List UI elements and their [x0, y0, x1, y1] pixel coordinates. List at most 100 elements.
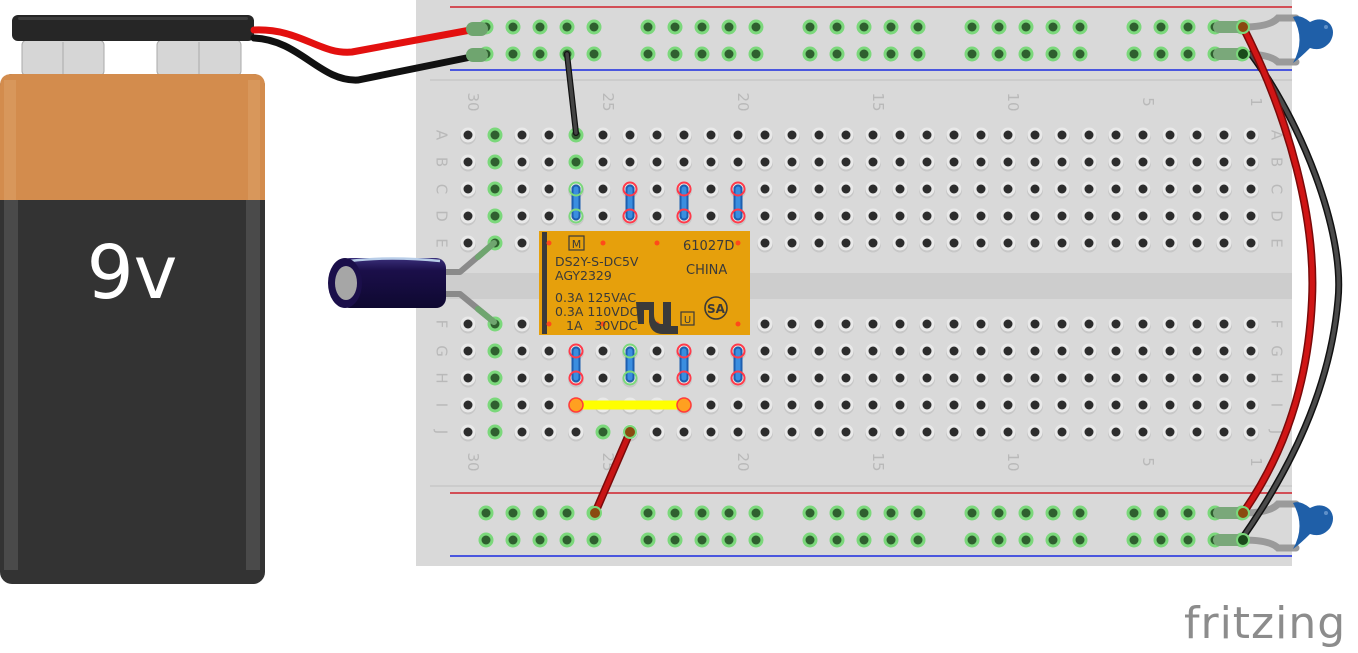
- breadboard-hole[interactable]: [1243, 154, 1259, 172]
- breadboard-hole[interactable]: [1108, 154, 1124, 172]
- breadboard-hole[interactable]: [1027, 181, 1043, 199]
- breadboard-hole[interactable]: [541, 181, 557, 199]
- breadboard-hole[interactable]: [946, 316, 962, 334]
- rail-hole[interactable]: [667, 532, 683, 548]
- breadboard-hole[interactable]: [757, 208, 773, 226]
- breadboard-hole[interactable]: [973, 397, 989, 415]
- rail-hole[interactable]: [505, 505, 521, 521]
- rail-hole[interactable]: [991, 46, 1007, 62]
- rail-hole[interactable]: [586, 19, 602, 35]
- breadboard-hole[interactable]: [730, 397, 746, 415]
- breadboard-hole[interactable]: [892, 235, 908, 253]
- jumper-wire[interactable]: [730, 343, 746, 386]
- rail-hole[interactable]: [640, 532, 656, 548]
- rail-hole[interactable]: [1126, 532, 1142, 548]
- rail-hole[interactable]: [1180, 532, 1196, 548]
- rail-hole[interactable]: [883, 46, 899, 62]
- rail-hole[interactable]: [478, 532, 494, 548]
- breadboard-hole[interactable]: [460, 370, 476, 388]
- rail-hole[interactable]: [1180, 505, 1196, 521]
- breadboard-hole[interactable]: [1081, 397, 1097, 415]
- breadboard-hole[interactable]: [649, 127, 665, 145]
- rail-hole[interactable]: [505, 46, 521, 62]
- rail-hole[interactable]: [694, 46, 710, 62]
- breadboard-hole[interactable]: [1189, 397, 1205, 415]
- breadboard-hole[interactable]: [865, 424, 881, 442]
- breadboard-hole[interactable]: [892, 154, 908, 172]
- breadboard-hole[interactable]: [541, 397, 557, 415]
- breadboard-hole[interactable]: [649, 370, 665, 388]
- breadboard-hole[interactable]: [1243, 235, 1259, 253]
- breadboard-hole[interactable]: [892, 316, 908, 334]
- breadboard-hole[interactable]: [838, 316, 854, 334]
- rail-hole[interactable]: [1072, 19, 1088, 35]
- breadboard-hole[interactable]: [514, 181, 530, 199]
- breadboard-hole[interactable]: [595, 154, 611, 172]
- breadboard-hole[interactable]: [919, 316, 935, 334]
- breadboard-hole[interactable]: [1243, 316, 1259, 334]
- breadboard-hole[interactable]: [1054, 127, 1070, 145]
- breadboard-hole[interactable]: [514, 154, 530, 172]
- breadboard-hole[interactable]: [541, 127, 557, 145]
- breadboard-hole[interactable]: [1108, 208, 1124, 226]
- rail-hole[interactable]: [748, 532, 764, 548]
- breadboard-hole[interactable]: [649, 424, 665, 442]
- breadboard-hole[interactable]: [973, 235, 989, 253]
- breadboard-hole[interactable]: [946, 235, 962, 253]
- breadboard-hole[interactable]: [838, 208, 854, 226]
- breadboard-hole[interactable]: [811, 316, 827, 334]
- breadboard-hole[interactable]: [892, 127, 908, 145]
- breadboard-hole[interactable]: [622, 127, 638, 145]
- breadboard-hole[interactable]: [460, 343, 476, 361]
- breadboard-hole[interactable]: [1000, 154, 1016, 172]
- breadboard-hole[interactable]: [838, 181, 854, 199]
- breadboard-hole[interactable]: [973, 343, 989, 361]
- breadboard-hole[interactable]: [1216, 154, 1232, 172]
- breadboard-hole[interactable]: [919, 235, 935, 253]
- rail-hole[interactable]: [748, 19, 764, 35]
- breadboard-hole[interactable]: [1027, 397, 1043, 415]
- rail-hole[interactable]: [802, 532, 818, 548]
- breadboard-hole[interactable]: [703, 127, 719, 145]
- breadboard-hole[interactable]: [946, 424, 962, 442]
- breadboard-hole[interactable]: [1243, 343, 1259, 361]
- breadboard-hole[interactable]: [1027, 154, 1043, 172]
- rail-hole[interactable]: [802, 19, 818, 35]
- rail-hole[interactable]: [640, 505, 656, 521]
- rail-hole[interactable]: [586, 532, 602, 548]
- jumper-wire[interactable]: [730, 181, 746, 224]
- breadboard-hole[interactable]: [703, 181, 719, 199]
- breadboard-hole[interactable]: [730, 154, 746, 172]
- breadboard-hole[interactable]: [757, 235, 773, 253]
- breadboard-hole[interactable]: [838, 235, 854, 253]
- breadboard-hole[interactable]: [514, 397, 530, 415]
- breadboard-hole[interactable]: [946, 343, 962, 361]
- breadboard-hole[interactable]: [919, 397, 935, 415]
- rail-hole[interactable]: [721, 19, 737, 35]
- rail-hole[interactable]: [1126, 19, 1142, 35]
- breadboard-hole[interactable]: [703, 208, 719, 226]
- rail-hole[interactable]: [640, 46, 656, 62]
- rail-hole[interactable]: [1045, 532, 1061, 548]
- breadboard-hole[interactable]: [784, 154, 800, 172]
- breadboard-hole[interactable]: [1216, 208, 1232, 226]
- breadboard-hole[interactable]: [487, 181, 503, 197]
- breadboard-hole[interactable]: [1243, 397, 1259, 415]
- rail-hole[interactable]: [748, 505, 764, 521]
- rail-hole[interactable]: [1180, 46, 1196, 62]
- breadboard-hole[interactable]: [703, 343, 719, 361]
- breadboard-hole[interactable]: [460, 127, 476, 145]
- breadboard-hole[interactable]: [919, 370, 935, 388]
- breadboard-hole[interactable]: [1135, 181, 1151, 199]
- breadboard-hole[interactable]: [1243, 208, 1259, 226]
- wire-battery-negative[interactable]: [250, 34, 480, 84]
- rail-hole[interactable]: [1018, 532, 1034, 548]
- breadboard-hole[interactable]: [757, 343, 773, 361]
- breadboard-hole[interactable]: [757, 127, 773, 145]
- breadboard-hole[interactable]: [460, 397, 476, 415]
- breadboard-hole[interactable]: [784, 397, 800, 415]
- rail-hole[interactable]: [1018, 46, 1034, 62]
- breadboard-hole[interactable]: [865, 208, 881, 226]
- breadboard-hole[interactable]: [1189, 316, 1205, 334]
- rail-hole[interactable]: [478, 505, 494, 521]
